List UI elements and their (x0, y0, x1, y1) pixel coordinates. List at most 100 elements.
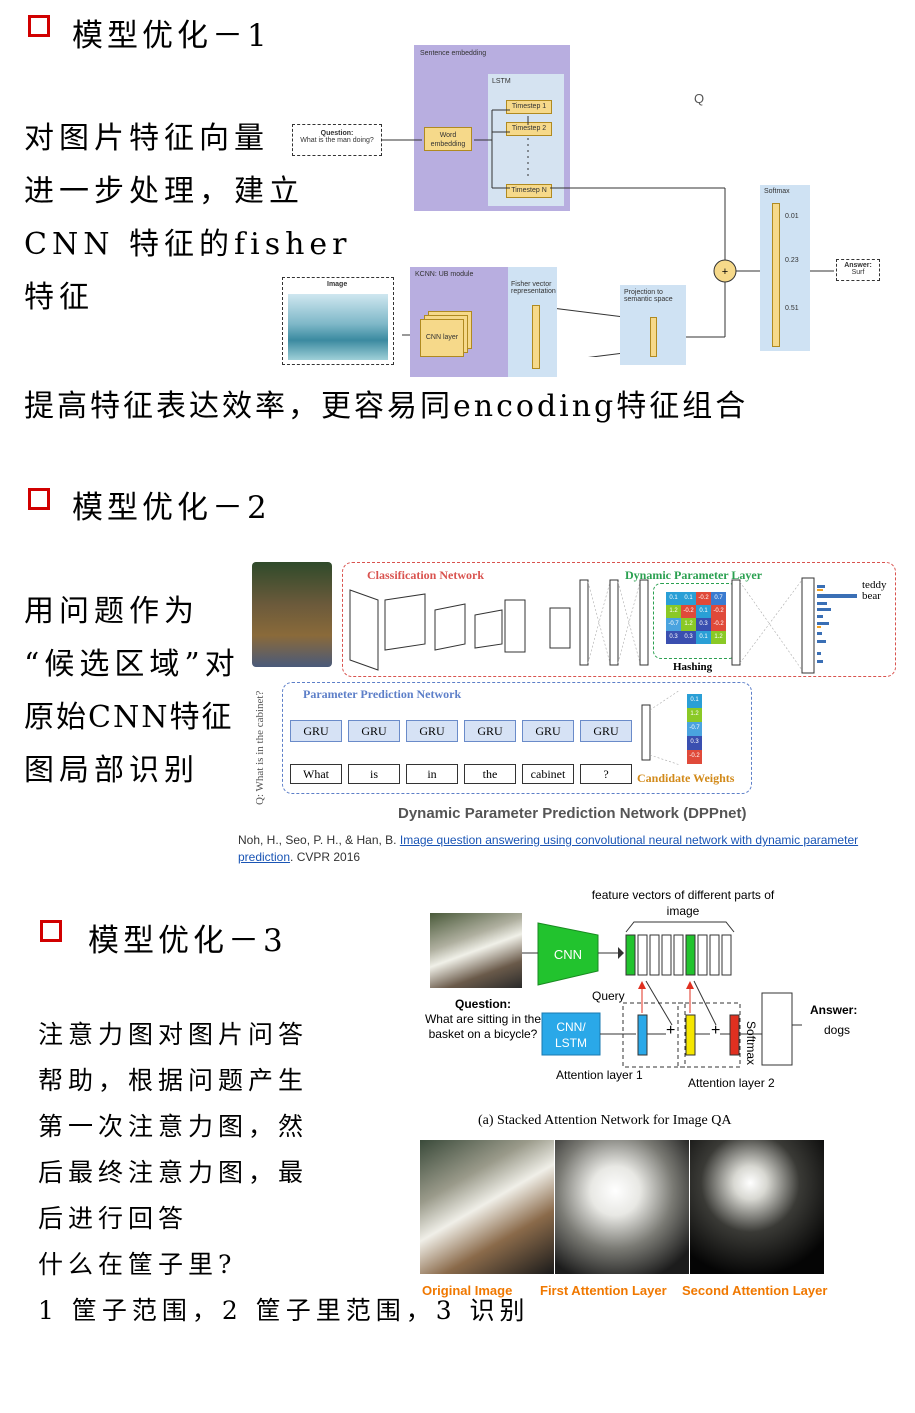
body-line: “候选区域”对 (24, 647, 240, 682)
word-token: is (348, 764, 400, 784)
section-title: 模型优化－3 (88, 923, 287, 959)
word-token: in (406, 764, 458, 784)
dppnet-shapes (349, 577, 857, 766)
timestep-1: Timestep 1 (506, 100, 552, 114)
weight-cell: 0.3 (687, 736, 702, 750)
dynamic-parameter-layer-label: Dynamic Parameter Layer (625, 568, 763, 582)
body-line: 什么在筐子里? (38, 1250, 237, 1279)
body-line: 特征 (24, 280, 94, 315)
original-image-caption: Original Image (422, 1283, 513, 1298)
citation-link[interactable]: Image question answering using convoluti… (238, 833, 859, 864)
grid-cell: 0.1 (696, 631, 711, 644)
second-attention-image (690, 1140, 824, 1274)
answer-value: Surf (851, 269, 865, 276)
original-image (420, 1140, 554, 1274)
attention-layer-1-label: Attention layer 1 (556, 1068, 643, 1082)
citation: Noh, H., Seo, P. H., & Han, B. Image que… (238, 832, 903, 866)
gru-cell: GRU (290, 720, 342, 742)
kcnn-box: KCNN: UB module CNN layer Fisher vector … (410, 267, 557, 377)
candidate-weights-label: Candidate Weights (637, 771, 735, 785)
answer-box: Answer: Surf (836, 259, 880, 281)
hashing-label: Hashing (673, 661, 713, 673)
timestep-n: Timestep N (506, 184, 552, 198)
softmax-value: 0.51 (785, 305, 799, 312)
question-text: What is the man doing? (300, 137, 374, 144)
san-shapes: CNN CNN/ LSTM (522, 921, 802, 1068)
word-token: the (464, 764, 516, 784)
cnn-lstm-line1: CNN/ (556, 1020, 586, 1034)
body-line: 进一步处理，建立 (24, 174, 304, 209)
body-line: 原始CNN特征 (24, 700, 234, 735)
body-line: 帮助，根据问题产生 (38, 1066, 309, 1095)
word-token: cabinet (522, 764, 574, 784)
bullet-square-icon (28, 488, 50, 510)
gru-cell: GRU (464, 720, 516, 742)
grid-cell: 1.2 (681, 618, 696, 631)
grid-cell: 0.3 (681, 631, 696, 644)
lstm-label: LSTM (492, 78, 511, 85)
projection-vector (650, 317, 657, 357)
dppnet-figure: Q: What is in the cabinet? Classificatio… (238, 560, 905, 864)
grid-cell: 0.1 (696, 605, 711, 618)
timestep-2: Timestep 2 (506, 122, 552, 136)
question-text: What are sitting in the basket on a bicy… (424, 1012, 542, 1041)
lstm-box: LSTM Timestep 1 Timestep 2 Timestep N (488, 74, 564, 206)
body-line: 1 筐子范围，2 筐子里范围，3 识别 (38, 1296, 530, 1325)
first-attention-caption: First Attention Layer (540, 1283, 667, 1298)
section-summary: 提高特征表达效率，更容易同encoding特征组合 (24, 389, 749, 424)
word-token: ? (580, 764, 632, 784)
grid-cell: 0.3 (696, 618, 711, 631)
grid-cell: 0.1 (681, 592, 696, 605)
plus-sign: + (722, 266, 728, 278)
grid-cell: 1.2 (711, 631, 726, 644)
grid-cell: 0.3 (666, 631, 681, 644)
kcnn-figure: Sentence embedding LSTM Timestep 1 Times… (282, 45, 900, 377)
grid-cell: 1.2 (666, 605, 681, 618)
projection-label: Projection to semantic space (624, 289, 673, 303)
softmax-label: Softmax (744, 1021, 758, 1066)
softmax-value: 0.23 (785, 257, 799, 264)
body-line: 图局部识别 (24, 753, 199, 788)
word-token: What (290, 764, 342, 784)
citation-venue: . CVPR 2016 (290, 850, 361, 864)
question-label: Question: (320, 130, 354, 137)
grid-cell: -0.2 (681, 605, 696, 618)
san-caption: (a) Stacked Attention Network for Image … (478, 1113, 732, 1128)
hashing-grid: 0.1 0.1 -0.2 0.7 1.2 -0.2 0.1 -0.2 -0.7 … (666, 592, 728, 648)
cnn-layer-box: CNN layer (420, 319, 464, 357)
candidate-weights-vector: 0.1 1.2 -0.7 0.3 -0.2 (687, 694, 702, 764)
projection-box: Projection to semantic space (620, 285, 686, 365)
attention-layer-2-label: Attention layer 2 (688, 1076, 775, 1090)
fisher-label: Fisher vector representation (511, 281, 556, 295)
weight-cell: 1.2 (687, 708, 702, 722)
question-block: Question: What are sitting in the basket… (424, 997, 542, 1042)
weight-cell: -0.2 (687, 750, 702, 764)
bullet-square-icon (28, 15, 50, 37)
body-line: CNN 特征的fisher (24, 227, 352, 262)
bullet-square-icon (40, 920, 62, 942)
gru-cell: GRU (406, 720, 458, 742)
query-label: Query (592, 989, 625, 1003)
softmax-box: Softmax 0.01 0.23 0.51 (760, 185, 810, 351)
section-title: 模型优化－2 (72, 490, 271, 526)
feature-vectors-label: feature vectors of different parts of im… (591, 888, 775, 918)
grid-cell: -0.2 (711, 605, 726, 618)
grid-cell: 0.1 (666, 592, 681, 605)
word-embedding-box: Word embedding (424, 127, 472, 151)
plus-sign: + (711, 1022, 721, 1039)
cnn-block: CNN (554, 947, 582, 962)
answer-label: Answer: (844, 262, 872, 269)
softmax-vector (772, 203, 780, 347)
gru-cell: GRU (348, 720, 400, 742)
grid-cell: -0.2 (696, 592, 711, 605)
kcnn-label: KCNN: UB module (415, 271, 474, 278)
answer-label: Answer: (810, 1003, 858, 1017)
image-label: Image (327, 281, 348, 288)
q-marker: Q (694, 91, 705, 106)
parameter-prediction-network-box: Parameter Prediction Network Candidate W… (282, 682, 752, 794)
body-line: 用问题作为 (24, 594, 199, 629)
second-attention-caption: Second Attention Layer (682, 1283, 828, 1298)
body-line: 后最终注意力图，最 (38, 1158, 309, 1187)
classification-network-box: Classification Network Dynamic Parameter… (342, 562, 896, 677)
softmax-label: Softmax (764, 188, 790, 195)
